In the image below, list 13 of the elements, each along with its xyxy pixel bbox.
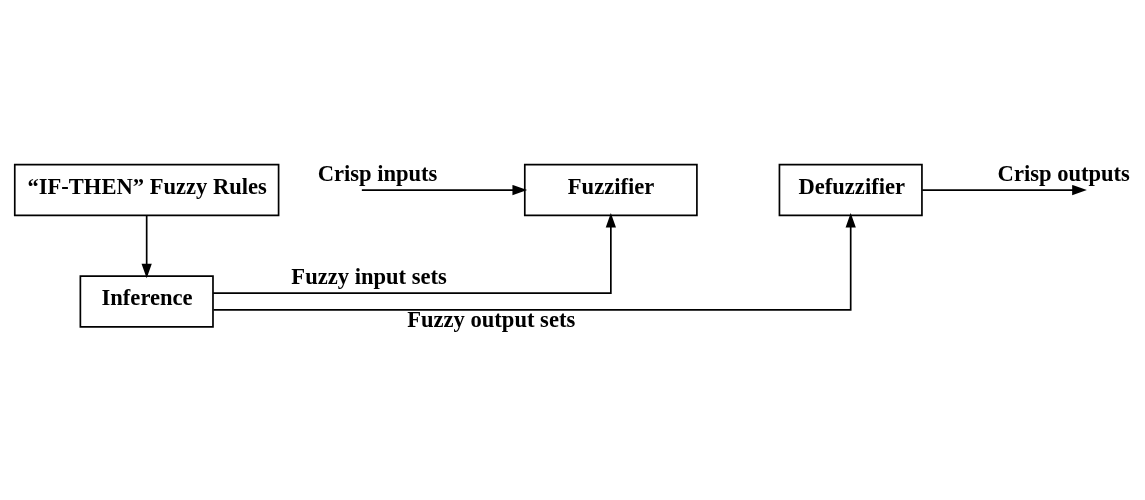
arrow bbox=[921, 184, 1087, 196]
edge-label: Fuzzy input sets bbox=[291, 264, 447, 290]
arrow bbox=[212, 212, 856, 311]
edge-label: Crisp outputs bbox=[997, 161, 1130, 187]
arrow bbox=[212, 212, 616, 294]
node-box: “IF-THEN” Fuzzy Rules bbox=[13, 163, 280, 217]
node-box: Inference bbox=[79, 275, 214, 328]
edge-label: Crisp inputs bbox=[317, 161, 438, 187]
node-box: Defuzzifier bbox=[778, 163, 923, 217]
node-box: Fuzzifier bbox=[523, 163, 698, 217]
arrow bbox=[361, 184, 528, 196]
edge-label: Fuzzy output sets bbox=[407, 306, 576, 332]
arrow bbox=[141, 215, 152, 279]
